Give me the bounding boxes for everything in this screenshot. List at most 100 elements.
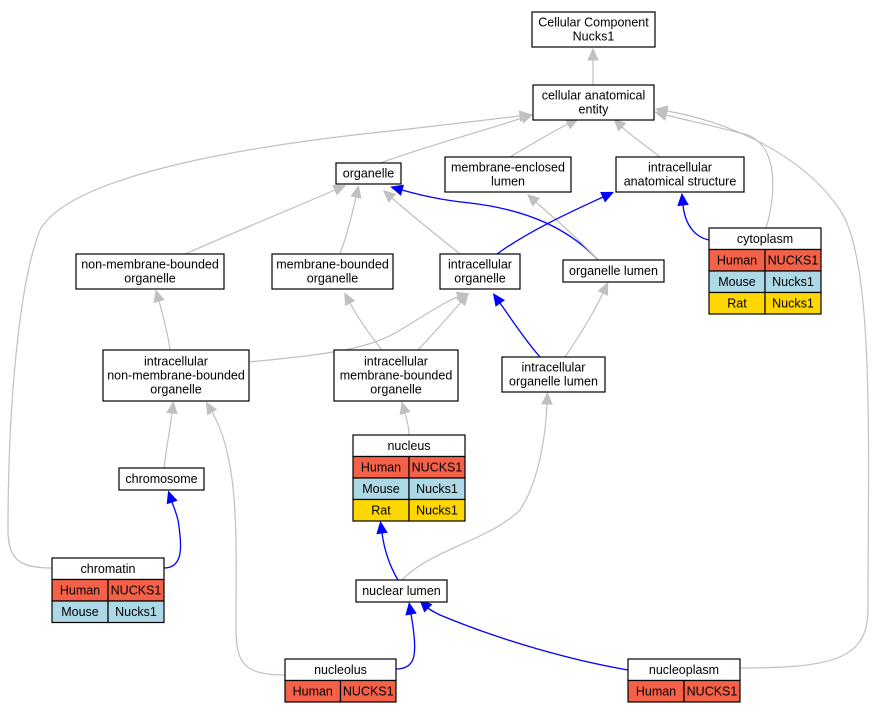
gene-label: NUCKS1: [111, 584, 162, 598]
node-ias-label-line: intracellular: [648, 161, 712, 175]
edge-ias-to-cae-arrowhead: [613, 118, 627, 132]
node-nmbo-box: [75, 253, 225, 290]
node-root-box: [531, 11, 656, 48]
node-organelle[interactable]: organelle: [335, 162, 402, 185]
edge-chromatin-to-chromosome-arrowhead: [166, 490, 178, 505]
edge-io-to-organelle: [382, 189, 461, 255]
edge-organelle-to-cae-line: [379, 117, 523, 164]
node-ol-box: [562, 259, 665, 283]
edge-imbo-to-io-arrowhead: [456, 292, 469, 307]
edge-inmbo-to-nmbo-line: [158, 300, 171, 351]
edge-mel-to-cae-line: [509, 123, 569, 158]
edge-inmbo-to-nmbo-arrowhead: [153, 289, 165, 304]
edge-cae-to-root-arrowhead: [587, 47, 599, 61]
edge-chromatin-to-cae: [7, 110, 533, 569]
edge-nucleoplasm-to-nlumen-line: [427, 607, 629, 671]
node-inmbo-label-line: organelle: [150, 383, 201, 397]
node-nlumen-label-line: nuclear lumen: [362, 584, 441, 598]
gene-node-cytoplasm-title: cytoplasm: [737, 232, 793, 246]
edge-nucleoplasm-to-cae-line: [666, 110, 870, 669]
node-ol[interactable]: organelle lumen: [562, 259, 665, 283]
edge-nucleoplasm-to-cae-arrowhead: [654, 105, 669, 117]
edge-imbo-to-io-line: [417, 301, 462, 351]
edge-io-to-organelle-arrowhead: [382, 189, 397, 203]
gene-label: Nucks1: [772, 297, 814, 311]
node-inmbo[interactable]: intracellularnon-membrane-boundedorganel…: [102, 349, 250, 402]
edge-nlumen-to-nucleus: [376, 520, 399, 581]
gene-label: NUCKS1: [768, 254, 819, 268]
edge-imbo-to-io: [417, 292, 469, 351]
edge-chromatin-to-chromosome: [163, 490, 182, 569]
edge-inmbo-to-nmbo: [153, 289, 171, 351]
edge-inmbo-to-io-line: [248, 296, 459, 363]
edge-nlumen-to-nucleus-arrowhead: [376, 520, 388, 535]
node-nlumen[interactable]: nuclear lumen: [355, 579, 448, 603]
edge-nlumen-to-iol-line: [401, 403, 548, 581]
species-label: Rat: [371, 504, 391, 518]
edge-cytoplasm-to-ias-arrowhead: [677, 192, 689, 207]
edge-mbo-to-organelle: [339, 185, 362, 255]
edge-ol-to-organelle-arrowhead: [390, 184, 405, 196]
species-label: Human: [636, 685, 676, 699]
edge-nucleoplasm-to-cae: [654, 105, 870, 669]
node-chromosome-box: [118, 467, 205, 491]
gene-label: NUCKS1: [343, 685, 394, 699]
gene-label: Nucks1: [416, 504, 458, 518]
gene-label: NUCKS1: [687, 685, 738, 699]
node-iol-box: [501, 356, 606, 393]
node-root-label-line: Cellular Component: [538, 16, 649, 30]
edge-iol-to-ol-line: [564, 292, 604, 358]
node-io-label-line: organelle: [454, 272, 505, 286]
gene-row-mouse: Mouse Nucks1: [51, 600, 165, 624]
node-io-box: [439, 253, 521, 290]
edge-chromatin-to-cae-line: [7, 115, 521, 569]
gene-row-human: Human NUCKS1: [708, 248, 822, 272]
node-chromosome-label-line: chromosome: [125, 472, 197, 486]
node-root-label-line: Nucks1: [573, 30, 615, 44]
species-label: Mouse: [61, 605, 99, 619]
edge-nlumen-to-nucleus-line: [381, 532, 399, 581]
gene-label: Nucks1: [772, 275, 814, 289]
node-cae-label-line: entity: [579, 103, 610, 117]
node-mel-label-line: lumen: [491, 175, 525, 189]
edge-ol-to-organelle: [390, 184, 599, 261]
node-mbo-label-line: organelle: [307, 272, 358, 286]
gene-label: Nucks1: [115, 605, 157, 619]
edge-ol-to-mel-line: [535, 201, 599, 261]
node-ol-label-line: organelle lumen: [569, 264, 658, 278]
gene-cell: [107, 600, 165, 624]
gene-cell: [339, 679, 397, 703]
edge-mbo-to-organelle-arrowhead: [350, 185, 362, 199]
edge-ol-to-mel: [526, 193, 599, 261]
edge-nucleoplasm-to-nlumen: [419, 599, 629, 671]
gene-node-nucleoplasm-title: nucleoplasm: [649, 663, 719, 677]
node-nlumen-box: [355, 579, 448, 603]
node-iol-label-line: intracellular: [522, 361, 586, 375]
edge-nucleolus-to-nlumen-line: [395, 613, 416, 670]
edge-io-to-ias: [496, 191, 615, 255]
edge-ol-to-mel-arrowhead: [526, 193, 541, 207]
species-label: Human: [717, 254, 757, 268]
species-label: Human: [293, 685, 333, 699]
edge-cytoplasm-to-ias-line: [682, 204, 710, 241]
node-chromosome[interactable]: chromosome: [118, 467, 205, 491]
edge-nlumen-to-iol: [401, 391, 553, 581]
